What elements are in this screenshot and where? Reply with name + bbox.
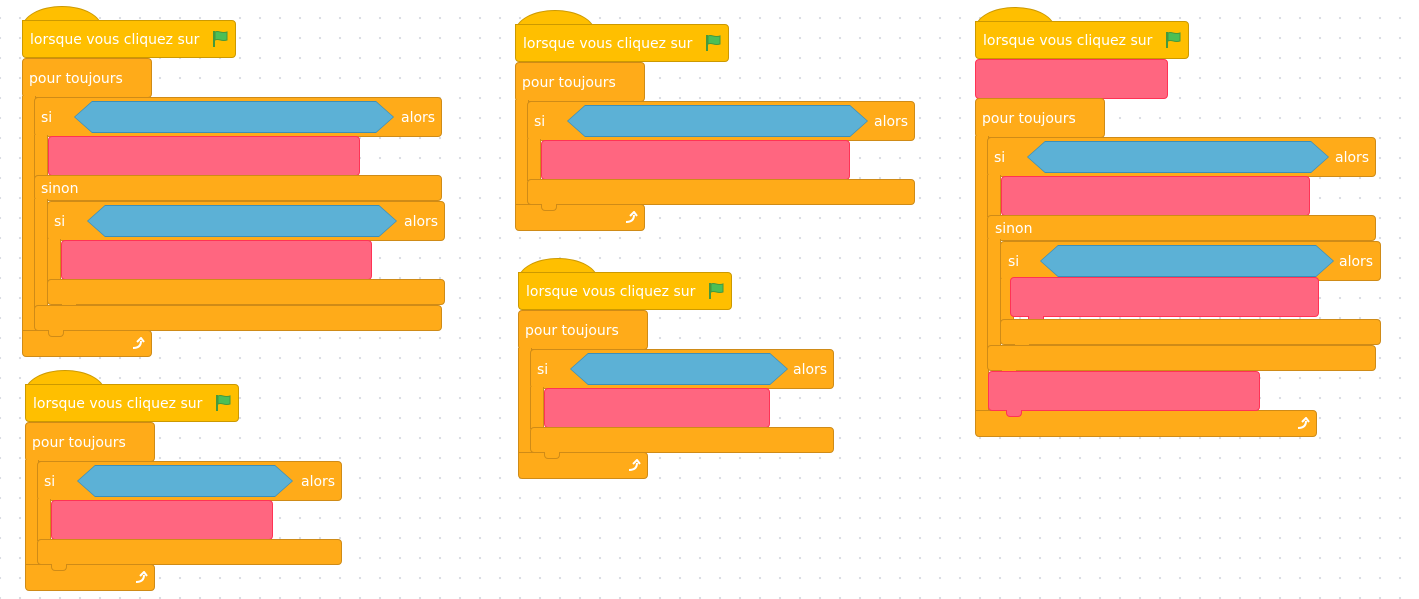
forever-block[interactable]: pour toujours [975,98,1105,138]
loop-arrow-icon [625,211,638,223]
looks-block[interactable] [61,240,372,280]
green-flag-icon [213,30,228,47]
forever-block[interactable]: pour toujours [25,422,155,462]
condition-slot[interactable] [570,353,788,385]
block-notch [1006,410,1022,417]
then-label: alors [301,474,336,490]
forever-block[interactable]: pour toujours [515,62,645,102]
green-flag-icon [216,394,231,411]
green-flag-icon [709,282,724,299]
else-arm [34,199,48,309]
condition-slot[interactable] [567,105,868,137]
when-flag-clicked-label: lorsque vous cliquez sur [523,36,693,52]
condition-slot[interactable] [77,465,293,497]
forever-block[interactable]: pour toujours [22,58,152,98]
if-arm [37,499,51,541]
else-label: sinon [995,221,1033,237]
if-bottom [37,539,342,565]
when-flag-clicked-block[interactable]: lorsque vous cliquez sur [515,24,729,62]
then-label: alors [874,114,909,130]
loop-arrow-icon [1297,417,1310,429]
loop-arrow-icon [132,337,145,349]
condition-slot[interactable] [74,101,394,133]
if-else-arm [987,175,1001,217]
else-arm [987,239,1001,349]
if-label: si [534,114,546,130]
when-flag-clicked-block[interactable]: lorsque vous cliquez sur [22,20,236,58]
nested-if-bottom [1000,319,1381,345]
if-else-bottom [987,345,1376,371]
when-flag-clicked-label: lorsque vous cliquez sur [983,33,1153,49]
forever-label: pour toujours [525,323,619,339]
looks-block[interactable] [48,136,360,176]
looks-block[interactable] [544,388,770,428]
if-arm [527,139,541,181]
when-flag-clicked-block[interactable]: lorsque vous cliquez sur [518,272,732,310]
loop-arrow-icon [628,459,641,471]
forever-bottom [25,564,155,591]
forever-bottom [975,410,1317,437]
loop-arrow-icon [135,571,148,583]
green-flag-icon [1166,31,1181,48]
looks-block[interactable] [1001,176,1310,216]
then-label: alors [1339,254,1374,270]
looks-block[interactable] [975,59,1168,99]
green-flag-icon [706,34,721,51]
else-block: sinon [34,175,442,201]
then-label: alors [793,362,828,378]
block-notch [51,564,67,571]
when-flag-clicked-block[interactable]: lorsque vous cliquez sur [25,384,239,422]
if-bottom [530,427,834,453]
if-label: si [44,474,56,490]
looks-block[interactable] [1010,277,1319,317]
then-label: alors [404,214,439,230]
condition-slot[interactable] [1040,245,1334,277]
when-flag-clicked-label: lorsque vous cliquez sur [526,284,696,300]
if-label: si [537,362,549,378]
forever-label: pour toujours [29,71,123,87]
forever-bottom [515,204,645,231]
when-flag-clicked-label: lorsque vous cliquez sur [33,396,203,412]
nested-if-bottom [47,279,445,305]
nested-if-arm [47,239,61,283]
block-notch [48,330,64,337]
looks-block[interactable] [541,140,850,180]
block-notch [541,204,557,211]
block-notch [544,452,560,459]
if-label: si [1008,254,1020,270]
if-label: si [41,110,53,126]
then-label: alors [1335,150,1370,166]
condition-slot[interactable] [87,205,397,237]
forever-block[interactable]: pour toujours [518,310,648,350]
then-label: alors [401,110,436,126]
condition-slot[interactable] [1027,141,1329,173]
else-label: sinon [41,181,79,197]
looks-block[interactable] [988,371,1260,411]
forever-bottom [518,452,648,479]
if-bottom [527,179,915,205]
else-block: sinon [987,215,1376,241]
forever-label: pour toujours [522,75,616,91]
if-arm [530,387,544,429]
if-label: si [994,150,1006,166]
forever-label: pour toujours [32,435,126,451]
forever-bottom [22,330,152,357]
if-else-bottom [34,305,442,331]
looks-block[interactable] [51,500,273,540]
if-label: si [54,214,66,230]
when-flag-clicked-label: lorsque vous cliquez sur [30,32,200,48]
if-else-arm [34,135,48,179]
when-flag-clicked-block[interactable]: lorsque vous cliquez sur [975,21,1189,59]
forever-label: pour toujours [982,111,1076,127]
